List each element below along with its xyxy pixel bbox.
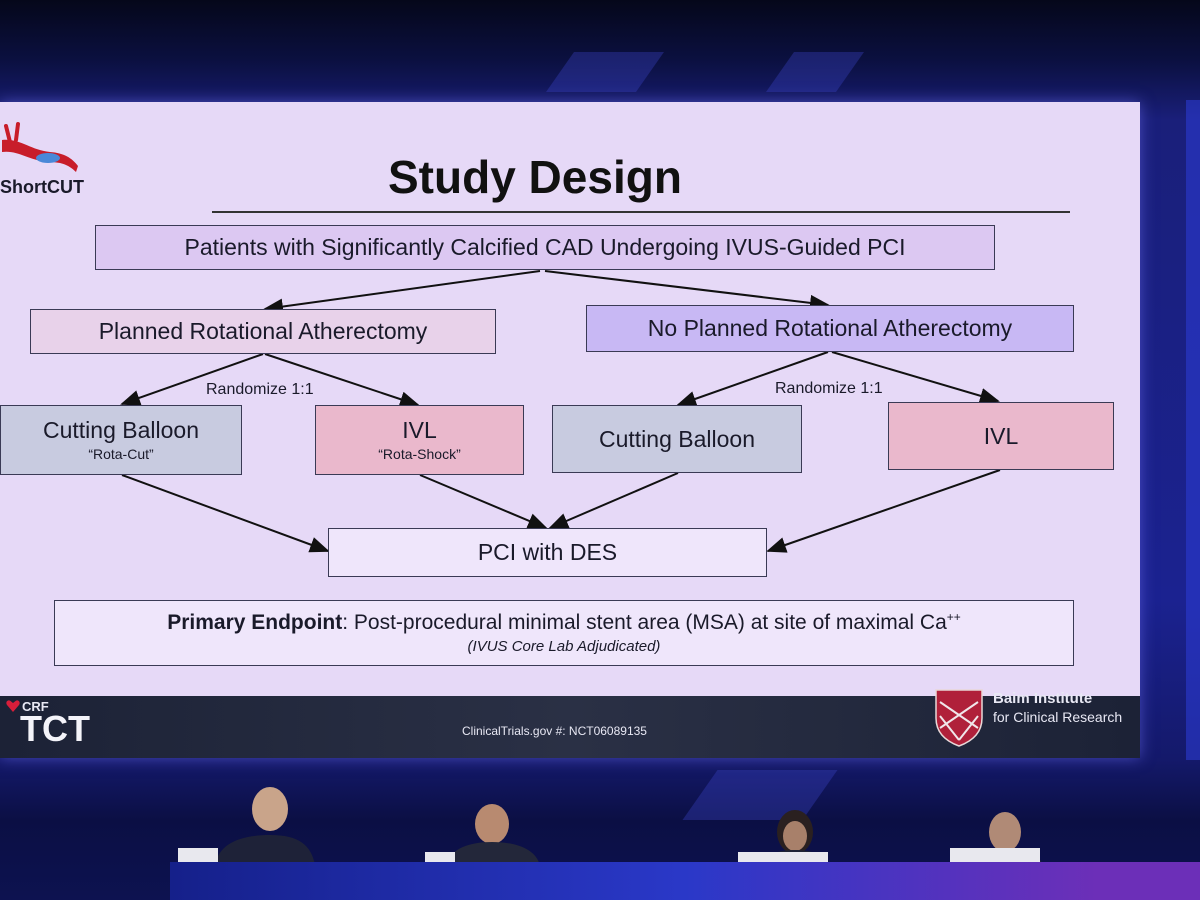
arrow-cb-left-to-pci xyxy=(121,474,330,553)
crf-label: CRF xyxy=(22,699,49,714)
arm-rota-label: Planned Rotational Atherectomy xyxy=(98,318,428,345)
shortcut-logo-text: ShortCUT xyxy=(0,177,84,197)
nameplate xyxy=(950,848,1040,862)
pci-des-box: PCI with DES xyxy=(328,528,767,577)
nameplate xyxy=(738,852,828,864)
cutting-balloon-left-label: Cutting Balloon xyxy=(43,417,199,444)
arrow-norota-to-cb xyxy=(676,351,829,407)
population-box: Patients with Significantly Calcified CA… xyxy=(95,225,995,270)
arrow-pop-to-rota xyxy=(263,270,541,315)
flow-arrows xyxy=(120,270,1001,553)
panelist-figure xyxy=(215,787,315,865)
arrow-ivl-left-to-pci xyxy=(419,474,548,529)
arrow-rota-to-cb xyxy=(120,353,264,406)
randomize-right-label: Randomize 1:1 xyxy=(775,380,883,397)
vessel-logo-icon xyxy=(2,122,78,172)
arrow-norota-to-ivl xyxy=(831,351,1000,404)
cutting-balloon-left-box: Cutting Balloon “Rota-Cut” xyxy=(0,405,242,475)
primary-endpoint-box: Primary Endpoint: Post-procedural minima… xyxy=(54,600,1074,666)
title-rule xyxy=(212,211,1070,213)
ivl-right-label: IVL xyxy=(983,422,1019,449)
ivl-left-label: IVL xyxy=(402,417,437,444)
randomize-left-label: Randomize 1:1 xyxy=(206,381,314,398)
nameplate xyxy=(425,852,455,864)
rota-cut-label: “Rota-Cut” xyxy=(88,445,154,462)
slide-title: Study Design xyxy=(388,151,682,203)
population-label: Patients with Significantly Calcified CA… xyxy=(184,234,906,261)
endpoint-superscript: ++ xyxy=(946,610,961,625)
endpoint-note: (IVUS Core Lab Adjudicated) xyxy=(467,637,661,655)
slide-footer: CRF TCT ClinicalTrials.gov #: NCT0608913… xyxy=(0,689,1140,758)
crf-heart-icon xyxy=(6,700,20,712)
arm-rota-box: Planned Rotational Atherectomy xyxy=(30,309,496,354)
cutting-balloon-right-box: Cutting Balloon xyxy=(552,405,802,473)
arm-no-rota-label: No Planned Rotational Atherectomy xyxy=(647,315,1013,342)
panel-desk xyxy=(170,862,1200,900)
slide-screen: ShortCUT Study Design Patients with Sign… xyxy=(0,102,1140,758)
endpoint-text: : Post-procedural minimal stent area (MS… xyxy=(342,611,947,635)
arrow-rota-to-ivl xyxy=(264,353,420,407)
nameplate xyxy=(178,848,218,862)
arrow-ivl-right-to-pci xyxy=(766,469,1001,553)
ivl-left-box: IVL “Rota-Shock” xyxy=(315,405,524,475)
endpoint-bold-label: Primary Endpoint xyxy=(167,611,343,635)
baim-shield-icon xyxy=(935,689,983,747)
endpoint-line: Primary Endpoint: Post-procedural minima… xyxy=(167,611,961,635)
side-screen xyxy=(1186,100,1200,760)
tct-logo: TCT xyxy=(20,708,90,749)
arrow-cb-right-to-pci xyxy=(548,472,679,529)
institute-subtitle: for Clinical Research xyxy=(993,709,1123,725)
pci-des-label: PCI with DES xyxy=(477,539,618,566)
ivl-right-box: IVL xyxy=(888,402,1114,470)
trial-id: ClinicalTrials.gov #: NCT06089135 xyxy=(462,724,647,738)
arm-no-rota-box: No Planned Rotational Atherectomy xyxy=(586,305,1074,352)
institute-name: Baim Institute xyxy=(993,690,1093,707)
rota-shock-label: “Rota-Shock” xyxy=(378,445,461,462)
cutting-balloon-right-label: Cutting Balloon xyxy=(599,425,755,452)
arrow-pop-to-norota xyxy=(544,270,830,311)
panelist-figure xyxy=(446,804,540,866)
